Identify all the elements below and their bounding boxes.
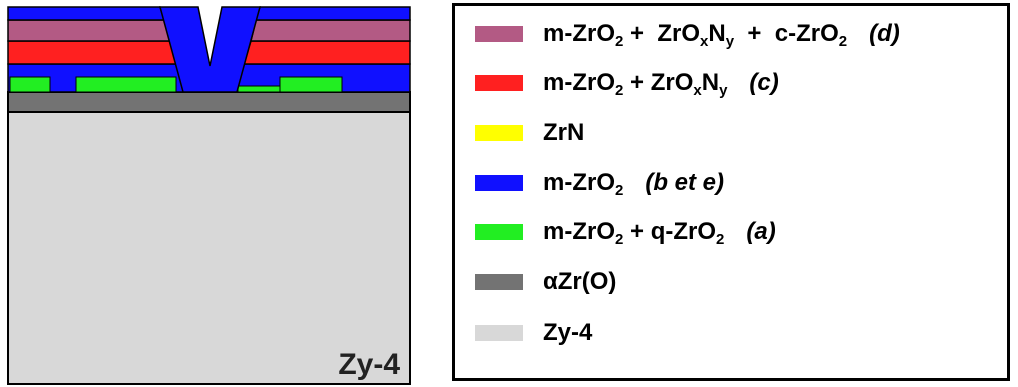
legend-label: m-ZrO2 + q-ZrO2(a) (543, 218, 776, 248)
substrate-label: Zy-4 (338, 348, 400, 381)
legend-swatch (475, 325, 523, 341)
layer-blue-top-right (254, 6, 411, 21)
legend-swatch (475, 175, 523, 191)
legend-item: m-ZrO2 (b et e) (475, 163, 724, 203)
legend-label-part: + c-ZrO (734, 20, 839, 47)
legend-label-part: x (693, 82, 702, 99)
layer-red-right (242, 40, 411, 65)
legend-reference: (d) (869, 20, 900, 47)
legend-item: m-ZrO2 + q-ZrO2(a) (475, 212, 776, 252)
legend-label-part: 2 (615, 231, 624, 248)
legend-label-part: + ZrO (623, 69, 694, 96)
legend-label-part: m-ZrO (543, 218, 615, 245)
legend-label-part: 2 (615, 33, 624, 50)
layer-blue-top-left (7, 6, 166, 21)
legend-box: m-ZrO2 + ZrOxNy + c-ZrO2(d)m-ZrO2 + ZrOx… (452, 3, 1010, 381)
layer-red-left (7, 40, 177, 65)
legend-label-part: m-ZrO (543, 20, 615, 47)
layer-cross-section-diagram: Zy-4 (7, 6, 411, 385)
legend-label-part: 2 (838, 33, 848, 50)
green-island-2 (75, 76, 177, 93)
legend-label-part: + ZrO (623, 20, 701, 47)
legend-label-part: N (708, 20, 726, 47)
legend-label: m-ZrO2 (b et e) (543, 169, 725, 199)
legend-label-part: 2 (615, 182, 624, 199)
legend-label-part: m-ZrO (543, 169, 615, 196)
legend-item: Zy-4 (475, 313, 592, 353)
legend-label-part: x (700, 33, 709, 50)
v-crack-blue (159, 6, 261, 93)
legend-label-part: ZrN (543, 119, 585, 146)
substrate-zy4 (7, 111, 411, 385)
legend-label-part: Zy-4 (543, 319, 593, 346)
legend-label: Zy-4 (543, 319, 592, 347)
green-island-3 (237, 85, 281, 93)
legend-swatch (475, 75, 523, 91)
legend-label-part: 2 (716, 231, 725, 248)
legend-label-part: 2 (615, 82, 624, 99)
layer-purple-right (250, 19, 411, 42)
legend-reference: (b et e) (645, 169, 725, 196)
legend-swatch (475, 224, 523, 240)
legend-item: m-ZrO2 + ZrOxNy (c) (475, 63, 779, 103)
legend-label: m-ZrO2 + ZrOxNy (c) (543, 69, 779, 99)
legend-label-part: N (701, 69, 720, 96)
green-island-4 (279, 76, 343, 93)
legend-label-part: αZr(O) (543, 268, 617, 295)
legend-label: αZr(O) (543, 268, 616, 296)
legend-label-part: y (725, 33, 735, 50)
legend-item: ZrN (475, 113, 584, 153)
legend-swatch (475, 125, 523, 141)
layer-purple-left (7, 19, 171, 42)
legend-label-part: + q-ZrO (623, 218, 717, 245)
legend-swatch (475, 274, 523, 290)
legend-item: αZr(O) (475, 262, 616, 302)
layer-alpha-zr-o (7, 91, 411, 113)
legend-label: ZrN (543, 119, 584, 147)
legend-label: m-ZrO2 + ZrOxNy + c-ZrO2(d) (543, 20, 900, 50)
legend-reference: (a) (746, 218, 776, 245)
legend-label-part: m-ZrO (543, 69, 615, 96)
legend-swatch (475, 26, 523, 42)
green-island-1 (9, 76, 51, 93)
legend-label-part: y (719, 82, 728, 99)
legend-reference: (c) (749, 69, 779, 96)
legend-item: m-ZrO2 + ZrOxNy + c-ZrO2(d) (475, 14, 900, 54)
